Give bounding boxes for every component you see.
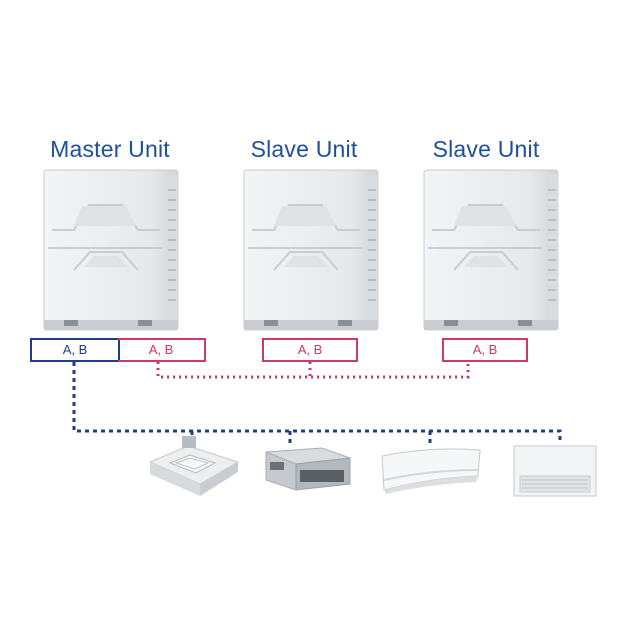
slave-unit-1-title: Slave Unit <box>250 136 358 162</box>
ceiling-floor-indoor-unit <box>513 445 597 497</box>
slave-communication-wire <box>156 362 470 379</box>
slave-unit-2-title: Slave Unit <box>432 136 540 162</box>
master-unit-title: Master Unit <box>50 136 170 162</box>
master-slave-terminal-ab: A, B <box>118 338 206 362</box>
master-terminal-ab: A, B <box>30 338 120 362</box>
slave-1-terminal-ab: A, B <box>262 338 358 362</box>
wall-mounted-indoor-unit <box>381 448 481 494</box>
slave-outdoor-unit-1 <box>243 169 379 331</box>
indoor-communication-wire <box>72 362 562 443</box>
duct-indoor-unit <box>265 447 351 491</box>
cassette-indoor-unit <box>148 436 240 496</box>
master-outdoor-unit <box>43 169 179 331</box>
slave-2-terminal-ab: A, B <box>442 338 528 362</box>
slave-outdoor-unit-2 <box>423 169 559 331</box>
